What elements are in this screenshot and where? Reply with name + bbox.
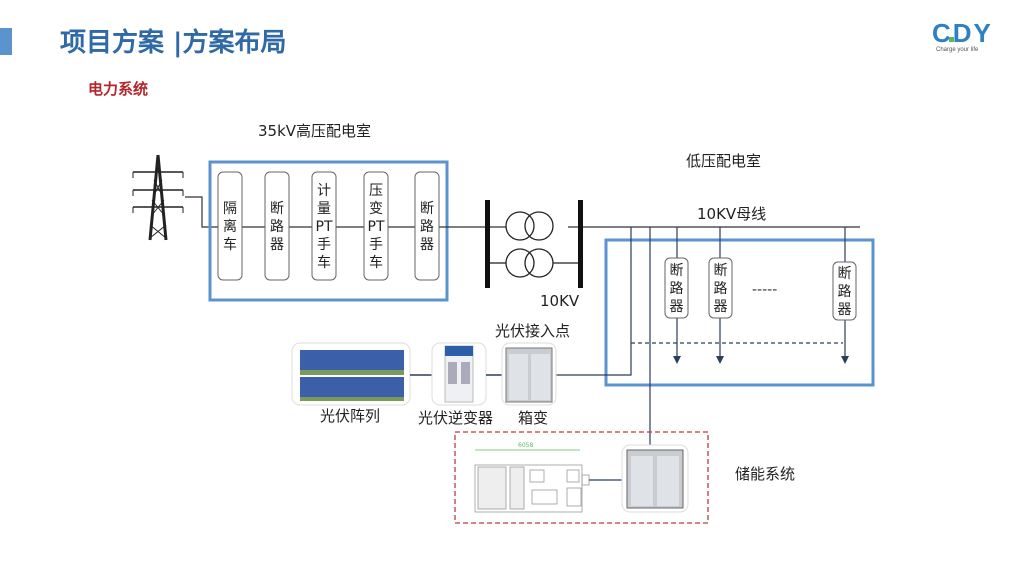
breaker-ellipsis: ----- [752, 282, 777, 298]
device-label-char: PT [316, 219, 333, 235]
device-label-char: 车 [369, 254, 383, 271]
pv-array-image [291, 342, 411, 406]
device-label-char: 断 [420, 201, 434, 217]
hv-device-0: 隔离车 [217, 171, 243, 281]
storage-system-box [454, 431, 709, 524]
device-label-char: 手 [369, 237, 383, 253]
device-label-char: 器 [270, 237, 284, 253]
device-label-char: 断 [670, 263, 684, 279]
hv-device-3: 压变 PT 手车 [363, 171, 389, 281]
inverter-label: 光伏逆变器 [418, 409, 493, 427]
device-label-char: 路 [670, 281, 684, 297]
pv-array-label: 光伏阵列 [320, 407, 380, 425]
device-label-char: 变 [369, 201, 383, 217]
device-label-char: 路 [270, 219, 284, 235]
pv-connection-point-label: 光伏接入点 [495, 322, 570, 340]
device-label-char: 隔 [223, 201, 237, 217]
page-title: 项目方案 |方案布局 [60, 28, 287, 58]
device-label-char: 路 [714, 281, 728, 297]
device-label-char: 计 [317, 183, 331, 199]
storage-container-drawing [474, 449, 622, 513]
company-logo: CDY Charge your life [930, 18, 1005, 54]
device-label-char: 压 [369, 183, 383, 199]
bus-label: 10KV母线 [697, 205, 766, 223]
device-label-char: 断 [714, 263, 728, 279]
device-label-char: 离 [223, 218, 237, 235]
device-label-char: 手 [317, 237, 331, 253]
svg-text:CDY: CDY [932, 18, 993, 48]
device-label-char: 器 [420, 237, 434, 253]
hv-device-1: 断路器 [264, 171, 290, 281]
arrow-icon [673, 356, 681, 364]
device-label-char: 断 [270, 201, 284, 217]
box-transformer-image [501, 342, 557, 406]
device-label-char: 量 [317, 201, 331, 217]
hv-device-2: 计量 PT 手车 [311, 171, 337, 281]
inverter-image [431, 342, 487, 406]
device-label-char: 路 [838, 284, 852, 300]
hv-device-4: 断路器 [414, 171, 440, 281]
arrow-icon [841, 356, 849, 364]
svg-text:Charge your life: Charge your life [936, 47, 979, 53]
transmission-tower-icon [132, 154, 184, 241]
device-label-char: 车 [317, 254, 331, 271]
section-subtitle: 电力系统 [88, 80, 149, 98]
lv-breaker-2: 断路器 [832, 261, 857, 321]
transformer-icon [485, 200, 583, 288]
storage-system-label: 储能系统 [735, 465, 795, 483]
lv-room-box [604, 238, 875, 387]
container-dimension: 6058 [518, 442, 533, 449]
device-label-char: 器 [670, 299, 684, 315]
voltage-label: 10KV [540, 292, 580, 310]
device-label-char: 器 [714, 299, 728, 315]
lv-breaker-0: 断路器 [664, 257, 689, 319]
device-label-char: 路 [420, 219, 434, 235]
title-accent-bar [0, 28, 12, 55]
box-transformer-label: 箱变 [518, 409, 548, 427]
lv-breaker-1: 断路器 [708, 257, 733, 319]
device-label-char: 断 [838, 266, 852, 282]
arrow-icon [716, 356, 724, 364]
device-label-char: 器 [838, 302, 852, 318]
storage-cabinet-image [621, 444, 689, 513]
hv-room-label: 35kV高压配电室 [258, 122, 371, 140]
hv-room-box [208, 160, 449, 302]
lv-room-label: 低压配电室 [686, 152, 761, 170]
device-label-char: 车 [223, 236, 237, 253]
device-label-char: PT [368, 219, 385, 235]
